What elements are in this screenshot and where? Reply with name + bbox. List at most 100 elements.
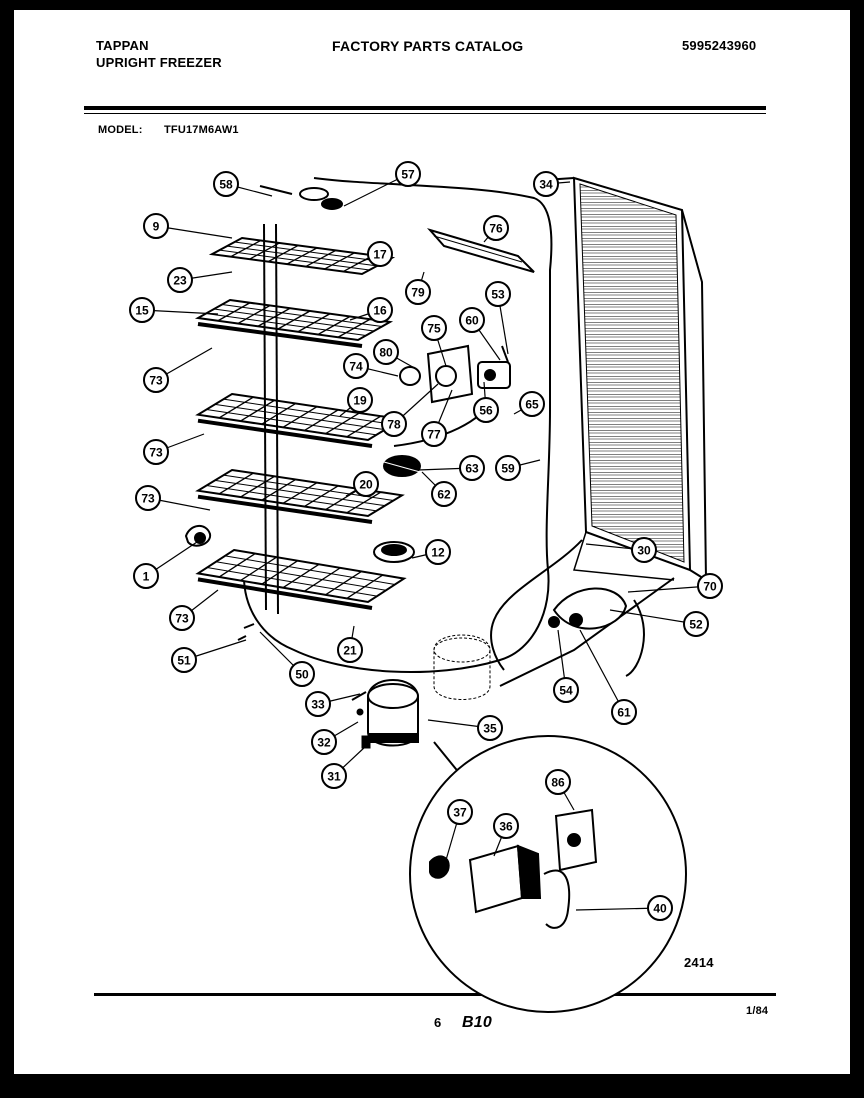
callout-73: 73 (135, 485, 161, 511)
wire-shelf (208, 236, 396, 276)
callout-78: 78 (381, 411, 407, 437)
callout-77: 77 (421, 421, 447, 447)
callout-62: 62 (431, 481, 457, 507)
catalog-sheet: TAPPAN UPRIGHT FREEZER FACTORY PARTS CAT… (14, 10, 850, 1074)
condenser-coil (543, 176, 708, 582)
callout-19: 19 (347, 387, 373, 413)
callout-label: 17 (373, 248, 387, 262)
thermostat (383, 455, 421, 477)
callout-73: 73 (169, 605, 195, 631)
callout-label: 52 (689, 618, 703, 632)
product-name: UPRIGHT FREEZER (96, 55, 222, 70)
footer-rule (94, 993, 776, 996)
callout-label: 19 (353, 394, 367, 408)
callout-76: 76 (483, 215, 509, 241)
callout-label: 78 (387, 418, 401, 432)
callout-label: 12 (431, 546, 445, 560)
header-rule-thin (84, 113, 766, 114)
callout-56: 56 (473, 397, 499, 423)
callout-79: 79 (405, 279, 431, 305)
callout-label: 36 (499, 820, 513, 834)
callout-label: 57 (401, 168, 415, 182)
light-cover (426, 228, 535, 273)
callout-label: 61 (617, 706, 631, 720)
callout-15: 15 (129, 297, 155, 323)
callout-label: 1 (143, 570, 150, 584)
callout-73: 73 (143, 439, 169, 465)
callout-70: 70 (697, 573, 723, 599)
callout-label: 53 (491, 288, 505, 302)
callout-label: 63 (465, 462, 479, 476)
callout-37: 37 (447, 799, 473, 825)
callout-label: 58 (219, 178, 233, 192)
callout-52: 52 (683, 611, 709, 637)
callout-33: 33 (305, 691, 331, 717)
callout-17: 17 (367, 241, 393, 267)
callout-label: 56 (479, 404, 493, 418)
diagram-number: 2414 (684, 955, 714, 970)
callout-9: 9 (143, 213, 169, 239)
callout-label: 51 (177, 654, 191, 668)
catalog-title: FACTORY PARTS CATALOG (332, 38, 524, 54)
callout-label: 20 (359, 478, 373, 492)
model-label: MODEL: (98, 124, 143, 136)
callout-label: 60 (465, 314, 479, 328)
callout-21: 21 (337, 637, 363, 663)
callout-36: 36 (493, 813, 519, 839)
callout-label: 62 (437, 488, 451, 502)
section-code: B10 (462, 1014, 492, 1031)
condenser-fan (548, 587, 628, 630)
callout-label: 40 (653, 902, 667, 916)
callout-74: 74 (343, 353, 369, 379)
shelf-assembly (194, 223, 407, 615)
callout-73: 73 (143, 367, 169, 393)
callout-label: 23 (173, 274, 187, 288)
refrigerant-tubing (242, 177, 675, 687)
callout-35: 35 (477, 715, 503, 741)
callout-50: 50 (289, 661, 315, 687)
callout-label: 9 (153, 220, 160, 234)
model-number: TFU17M6AW1 (164, 124, 239, 136)
wire-shelf (195, 392, 405, 448)
callout-leader (575, 907, 661, 911)
callout-label: 59 (501, 462, 515, 476)
brand-name: TAPPAN (96, 38, 149, 53)
catalog-number: 5995243960 (682, 38, 757, 53)
callout-label: 16 (373, 304, 387, 318)
wire-shelf (194, 298, 394, 348)
callout-label: 80 (379, 346, 393, 360)
callout-label: 73 (175, 612, 189, 626)
callout-1: 1 (133, 563, 159, 589)
issue-date: 1/84 (746, 1005, 769, 1017)
callout-23: 23 (167, 267, 193, 293)
callout-label: 30 (637, 544, 651, 558)
detail-leader-line (433, 741, 461, 775)
callout-label: 73 (149, 374, 163, 388)
callout-label: 34 (539, 178, 553, 192)
callout-leader (627, 585, 711, 593)
callout-label: 50 (295, 668, 309, 682)
callout-label: 79 (411, 286, 425, 300)
compressor-ghost (433, 634, 491, 700)
callout-59: 59 (495, 455, 521, 481)
exploded-parts-diagram: 5857349761723795315167560807473655619787… (129, 161, 723, 1013)
callout-60: 60 (459, 307, 485, 333)
callout-label: 86 (551, 776, 565, 790)
callout-40: 40 (647, 895, 673, 921)
callout-label: 37 (453, 806, 467, 820)
wire-shelf (195, 548, 407, 610)
callout-leader (579, 629, 625, 713)
callout-label: 70 (703, 580, 717, 594)
callout-label: 76 (489, 222, 503, 236)
header-rule-thick (84, 106, 766, 110)
callout-label: 31 (327, 770, 341, 784)
compressor-hardware (237, 623, 371, 749)
callout-label: 35 (483, 722, 497, 736)
callout-16: 16 (367, 297, 393, 323)
callout-30: 30 (631, 537, 657, 563)
callout-leader (609, 609, 697, 625)
callout-57: 57 (395, 161, 421, 187)
callout-80: 80 (373, 339, 399, 365)
